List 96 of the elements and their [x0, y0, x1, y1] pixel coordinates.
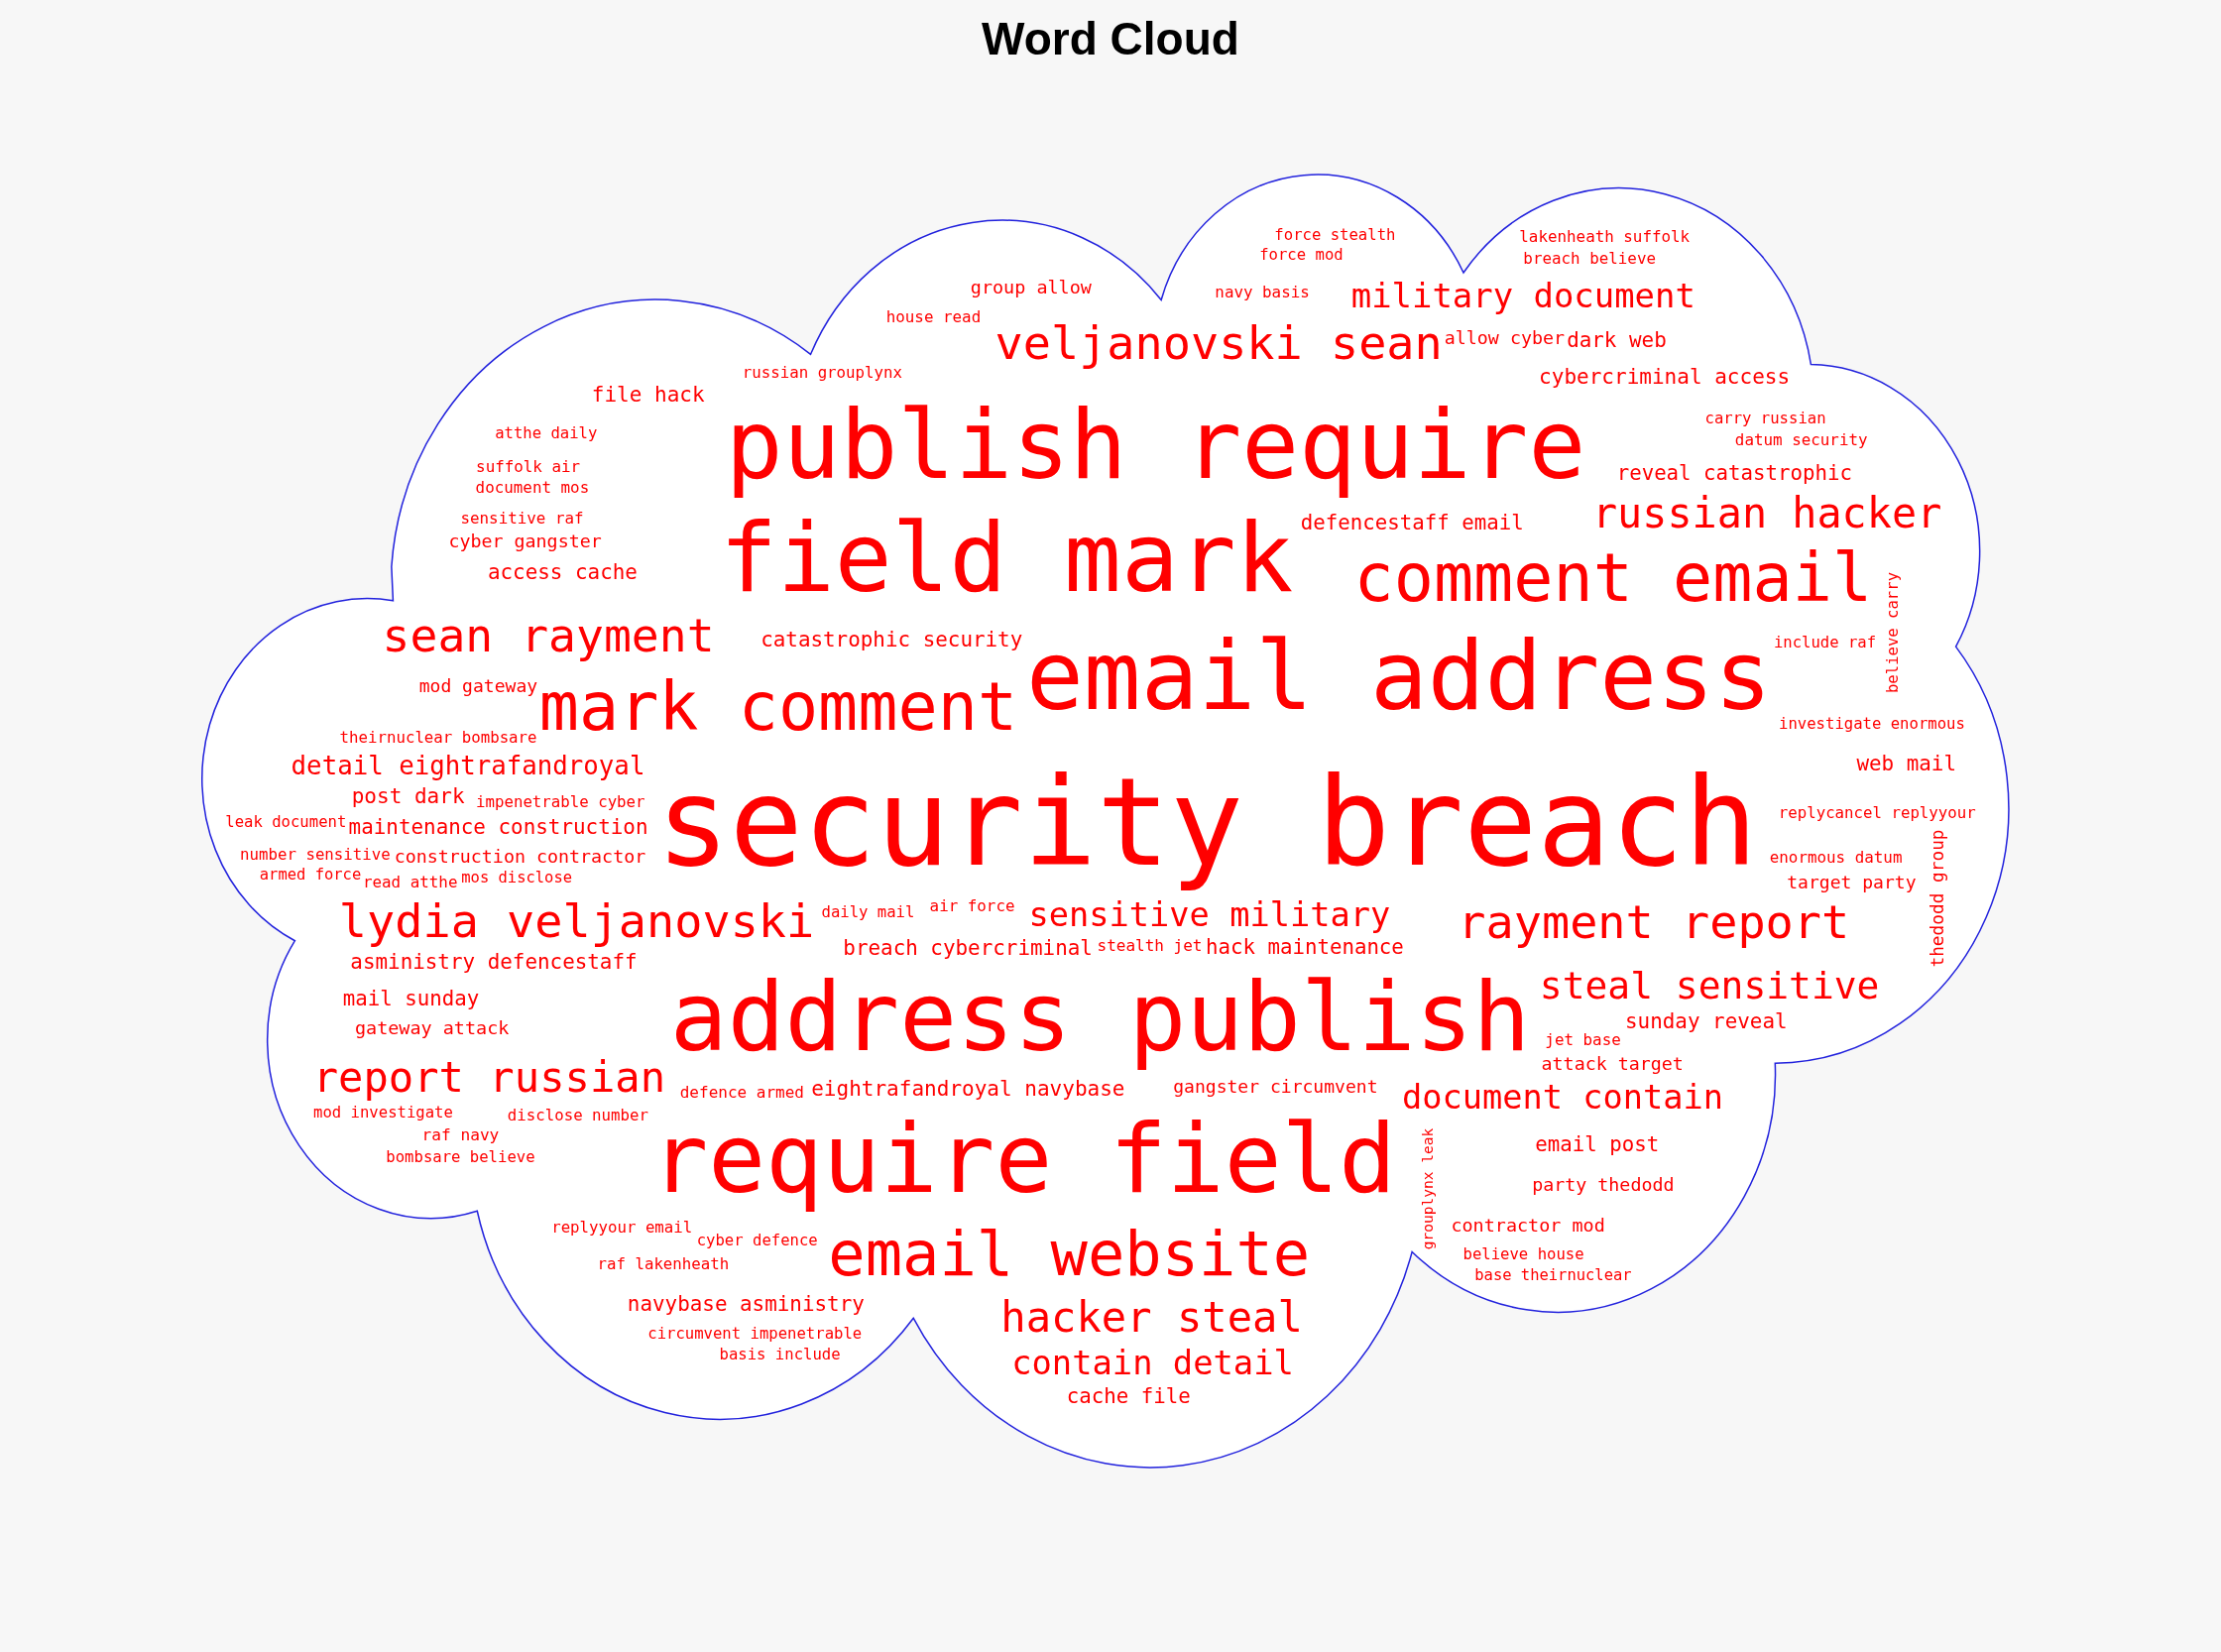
cloud-word: grouplynx leak [1419, 1127, 1436, 1249]
cloud-word: field mark [720, 503, 1294, 615]
cloud-word: mail sunday [342, 987, 480, 1011]
cloud-word: base theirnuclear [1474, 1265, 1632, 1284]
cloud-word: disclose number [507, 1105, 648, 1124]
cloud-word: believe carry [1884, 572, 1903, 694]
cloud-word: basis include [719, 1346, 841, 1363]
cloud-word: lakenheath suffolk [1519, 226, 1691, 246]
cloud-word: house read [885, 307, 982, 326]
cloud-word: replycancel replyyour [1778, 802, 1976, 822]
cloud-word: maintenance construction [348, 815, 648, 840]
cloud-word: air force [929, 895, 1015, 915]
cloud-word: thedodd group [1927, 829, 1947, 968]
cloud-word: web mail [1856, 751, 1956, 775]
cloud-word: detail eightrafandroyal [291, 750, 645, 780]
cloud-word: sensitive military [1028, 894, 1391, 934]
cloud-word: cyber gangster [448, 530, 602, 551]
cloud-word: sean rayment [382, 609, 715, 663]
cloud-word: navybase asministry [627, 1292, 865, 1317]
cloud-word: veljanovski sean [994, 316, 1443, 371]
cloud-word: mod gateway [418, 674, 538, 696]
cloud-word: publish require [725, 390, 1586, 502]
cloud-word: defencestaff email [1300, 510, 1524, 534]
cloud-word: eightrafandroyal navybase [811, 1075, 1125, 1101]
cloud-word: include raf [1773, 633, 1877, 651]
cloud-word: bombsare believe [386, 1148, 535, 1167]
cloud-word: enormous datum [1769, 847, 1903, 867]
cloud-word: contain detail [1011, 1344, 1294, 1382]
cloud-word: sensitive raf [460, 508, 584, 528]
cloud-word: number sensitive [240, 844, 391, 864]
cloud-word: gateway attack [354, 1016, 510, 1038]
cloud-word: group allow [970, 276, 1092, 297]
cloud-word: believe house [1462, 1245, 1584, 1264]
cloud-word: datum security [1734, 429, 1868, 449]
cloud-word: catastrophic security [760, 627, 1023, 651]
cloud-word: security breach [655, 751, 1758, 893]
cloud-word: mos disclose [461, 869, 573, 887]
chart-title: Word Cloud [981, 12, 1240, 65]
cloud-word: email post [1535, 1131, 1660, 1156]
cloud-word: theirnuclear bombsare [339, 727, 537, 747]
cloud-word: contractor mod [1451, 1214, 1605, 1236]
cloud-word: steal sensitive [1539, 963, 1880, 1007]
cloud-word: cache file [1066, 1384, 1191, 1409]
cloud-word: construction contractor [394, 845, 646, 867]
cloud-word: carry russian [1704, 409, 1826, 427]
cloud-word: email address [1026, 620, 1772, 732]
cloud-word: investigate enormous [1779, 715, 1965, 734]
cloud-word: mod investigate [313, 1104, 453, 1122]
cloud-word: hack maintenance [1206, 935, 1404, 960]
cloud-word: replyyour email [551, 1217, 693, 1237]
cloud-word: reveal catastrophic [1616, 460, 1852, 485]
cloud-word: document contain [1401, 1077, 1723, 1117]
cloud-word: allow cyber [1444, 326, 1565, 348]
cloud-word: mark comment [538, 667, 1018, 746]
cloud-word: attack target [1541, 1052, 1684, 1074]
cloud-word: navy basis [1215, 282, 1310, 301]
cloud-word: jet base [1545, 1029, 1621, 1049]
cloud-word: sunday reveal [1625, 1009, 1788, 1034]
cloud-word: document mos [475, 477, 590, 497]
cloud-word: lydia veljanovski [338, 894, 815, 949]
cloud-word: suffolk air [476, 456, 581, 475]
cloud-word: cybercriminal access [1539, 363, 1791, 389]
cloud-word: daily mail [821, 903, 915, 922]
cloud-word: post dark [351, 782, 465, 808]
cloud-word: require field [650, 1104, 1397, 1216]
cloud-word: cyber defence [696, 1232, 818, 1250]
cloud-word: gangster circumvent [1173, 1075, 1378, 1097]
cloud-word: raf navy [421, 1124, 500, 1144]
cloud-word: email website [828, 1217, 1311, 1290]
cloud-word: read atthe [362, 872, 458, 891]
cloud-word: rayment report [1458, 895, 1850, 950]
cloud-word: access cache [487, 560, 638, 585]
cloud-word: impenetrable cyber [476, 791, 645, 811]
cloud-word: atthe daily [495, 424, 598, 443]
cloud-word: force stealth [1274, 225, 1396, 244]
cloud-word: breach believe [1523, 249, 1657, 268]
cloud-word: raf lakenheath [597, 1253, 730, 1273]
cloud-word: breach cybercriminal [843, 935, 1093, 960]
cloud-word: target party [1787, 871, 1917, 892]
cloud-word: asministry defencestaff [350, 950, 638, 975]
cloud-word: dark web [1567, 328, 1667, 353]
cloud-word: report russian [312, 1052, 666, 1102]
cloud-word: party thedodd [1532, 1173, 1675, 1195]
cloud-word: armed force [259, 866, 362, 884]
cloud-word: comment email [1353, 539, 1873, 618]
cloud-word: hacker steal [1000, 1292, 1303, 1342]
cloud-word: leak document [225, 812, 347, 831]
cloud-word: circumvent impenetrable [647, 1324, 863, 1343]
cloud-word: russian grouplynx [742, 362, 902, 382]
cloud-word: stealth jet [1097, 935, 1203, 955]
cloud-word: file hack [591, 381, 705, 407]
cloud-word: military document [1350, 276, 1695, 315]
cloud-word: russian hacker [1591, 488, 1942, 537]
cloud-word: address publish [669, 961, 1531, 1073]
cloud-word: force mod [1259, 246, 1344, 265]
cloud-word: defence armed [679, 1082, 804, 1102]
